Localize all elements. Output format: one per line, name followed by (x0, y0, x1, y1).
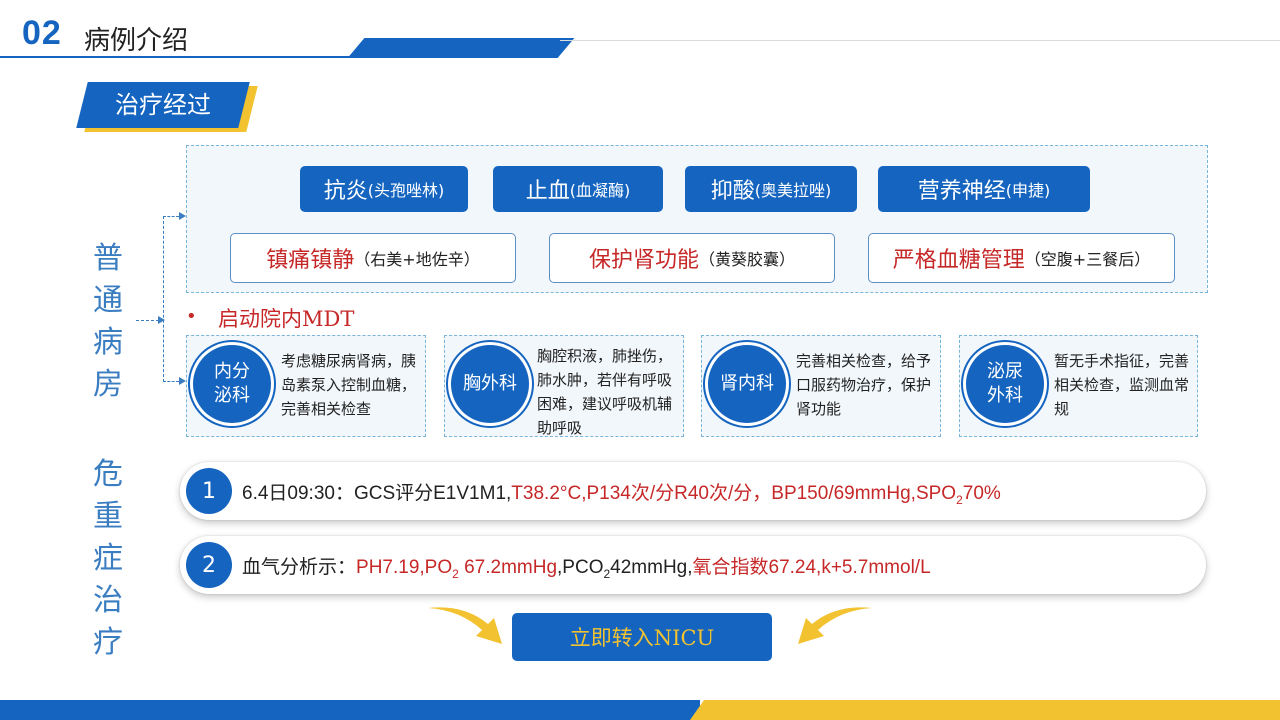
connector-top (163, 216, 179, 217)
treatment-main: 止血 (525, 179, 570, 204)
event-number: 1 (186, 468, 232, 514)
dept-badge: 内分泌科 (193, 345, 271, 423)
consult-text: 完善相关检查，给予口服药物治疗，保护肾功能 (796, 352, 932, 418)
treatment-sub: (奥美拉唑) (754, 181, 832, 200)
dept-badge: 肾内科 (708, 345, 786, 423)
dept-name-line1: 胸外科 (463, 373, 517, 394)
treatment-sub: (申捷) (1005, 181, 1051, 200)
treatment-anti-inflammation: 抗炎(头孢唑林) (300, 166, 468, 212)
consult-text: 胸腔积液，肺挫伤，肺水肿，若伴有呼吸困难，建议呼吸机辅助呼吸 (537, 347, 673, 437)
dept-name-line1: 肾内科 (720, 373, 774, 394)
event-pco2-label: ,PCO (557, 557, 604, 578)
connector-vertical (163, 216, 164, 382)
event-vitals: T38.2°C,P134次/分R40次/分，BP150/69mmHg,SPO (511, 483, 957, 504)
event-card-1: 1 6.4日09:30：GCS评分E1V1M1,T38.2°C,P134次/分R… (180, 462, 1206, 520)
treatment-main: 营养神经 (917, 179, 1006, 204)
arrow-left-icon (428, 607, 502, 644)
treatment-sub: （右美+地佐辛） (354, 250, 480, 269)
event-ph: PH7.19,PO (356, 557, 453, 578)
mdt-label: 启动院内MDT (218, 307, 355, 331)
treatment-renal-protection: 保护肾功能（黄葵胶囊） (549, 233, 835, 283)
treatment-main: 保护肾功能 (588, 248, 699, 273)
event-po2-sub: 2 (452, 566, 459, 581)
arrow-head-bottom (179, 377, 186, 385)
treatment-sub: （空腹+三餐后） (1024, 250, 1151, 269)
nicu-transfer-label: 立即转入NICU (512, 613, 772, 661)
event-text: 血气分析示：PH7.19,PO2 67.2mmHg,PCO242mmHg,氧合指… (242, 552, 931, 581)
treatment-acid-suppression: 抑酸(奥美拉唑) (685, 166, 857, 212)
event-text: 6.4日09:30：GCS评分E1V1M1,T38.2°C,P134次/分R40… (242, 478, 1001, 507)
event-pco2-value: 42mmHg, (610, 557, 693, 578)
treatment-sub: （黄葵胶囊） (699, 250, 796, 269)
consult-text: 暂无手术指征，完善相关检查，监测血常规 (1054, 352, 1190, 418)
side-label-critical: 危重症治疗 (93, 457, 123, 660)
treatment-sub: (头孢唑林) (367, 181, 445, 200)
arrow-head-middle (158, 316, 165, 324)
side-label-ward: 普通病房 (93, 241, 123, 402)
event-prefix: 血气分析示： (242, 557, 357, 578)
event-po2-value: 67.2mmHg (458, 557, 558, 578)
arrow-head-top (179, 212, 186, 220)
treatment-nerve-nutrition: 营养神经(申捷) (878, 166, 1090, 212)
dept-badge: 胸外科 (451, 345, 529, 423)
dept-name-line2: 泌科 (214, 385, 250, 406)
mdt-bullet: • (186, 306, 197, 327)
footer-bar-yellow (690, 700, 1280, 720)
event-prefix: 6.4日09:30：GCS评分E1V1M1, (242, 483, 512, 504)
header-accent-bar (347, 38, 575, 58)
event-oxygenation: 氧合指数67.24,k+5.7mmol/L (692, 557, 931, 578)
consult-card-nephrology: 肾内科 完善相关检查，给予口服药物治疗，保护肾功能 (701, 335, 941, 437)
treatment-sub: (血凝酶) (569, 181, 631, 200)
event-vitals-end: 70% (962, 483, 1001, 504)
event-card-2: 2 血气分析示：PH7.19,PO2 67.2mmHg,PCO242mmHg,氧… (180, 536, 1206, 594)
page-title: 病例介绍 (84, 26, 189, 56)
event-number: 2 (186, 542, 232, 588)
consult-text: 考虑糖尿病肾病，胰岛素泵入控制血糖，完善相关检查 (281, 352, 417, 418)
dept-badge: 泌尿外科 (966, 345, 1044, 423)
consult-card-endocrinology: 内分泌科 考虑糖尿病肾病，胰岛素泵入控制血糖，完善相关检查 (186, 335, 426, 437)
header-underline (0, 56, 360, 58)
treatment-main: 抑酸 (710, 179, 755, 204)
dept-name-line1: 内分 (214, 361, 250, 382)
event-pco2-sub: 2 (603, 566, 611, 581)
footer-bar-blue (0, 700, 700, 720)
treatment-hemostasis: 止血(血凝酶) (493, 166, 663, 212)
connector-bottom (163, 381, 179, 382)
treatment-glucose-management: 严格血糖管理（空腹+三餐后） (868, 233, 1175, 283)
header-divider (560, 40, 1280, 41)
consult-card-urology: 泌尿外科 暂无手术指征，完善相关检查，监测血常规 (959, 335, 1198, 437)
treatment-main: 抗炎 (323, 179, 368, 204)
dept-name-line2: 外科 (987, 385, 1023, 406)
treatment-analgesia-sedation: 镇痛镇静（右美+地佐辛） (230, 233, 516, 283)
consult-card-thoracic: 胸外科 胸腔积液，肺挫伤，肺水肿，若伴有呼吸困难，建议呼吸机辅助呼吸 (444, 335, 684, 437)
dept-name-line1: 泌尿 (987, 361, 1023, 382)
connector-main (136, 320, 164, 321)
section-number: 02 (22, 14, 62, 52)
arrow-right-icon (798, 607, 872, 644)
treatment-main: 镇痛镇静 (266, 248, 355, 273)
treatment-main: 严格血糖管理 (892, 248, 1025, 273)
event-vitals-sub: 2 (956, 492, 963, 507)
section-tag: 治疗经过 (115, 91, 211, 119)
